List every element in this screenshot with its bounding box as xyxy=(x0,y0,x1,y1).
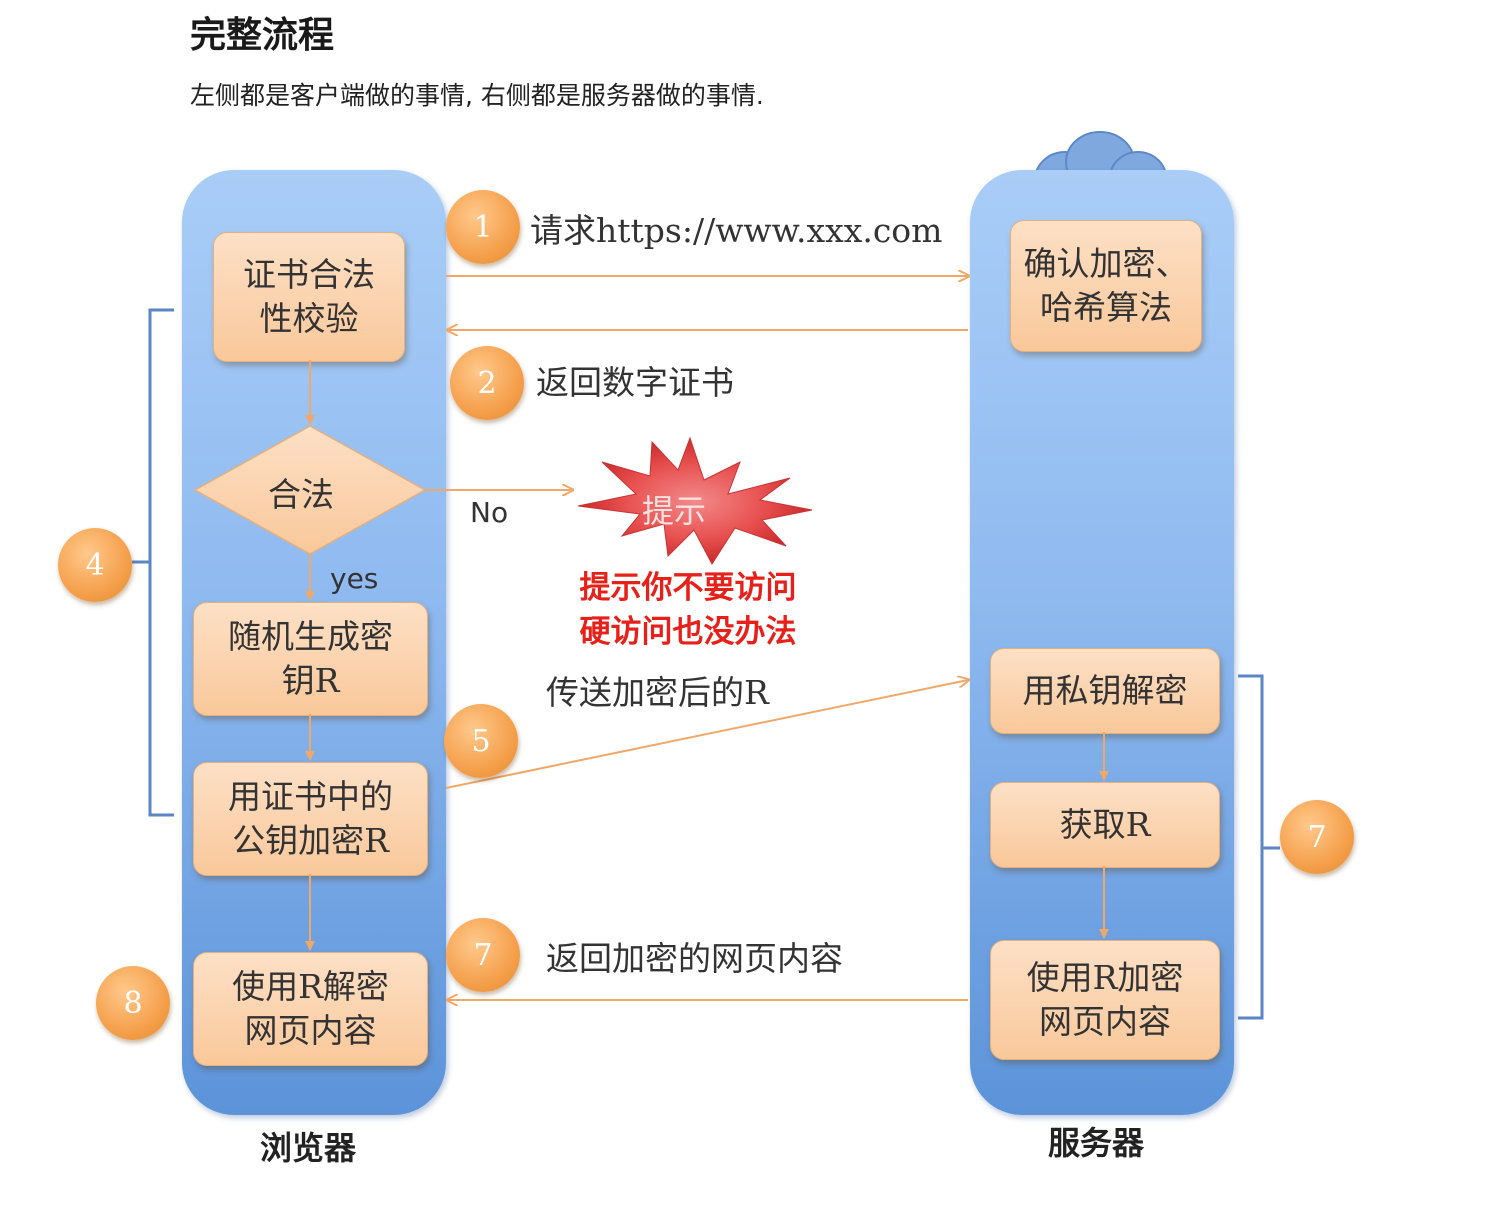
private-decrypt-label: 用私钥解密 xyxy=(1022,671,1188,710)
encrypt-key-label: 用证书中的 公钥加密R xyxy=(228,777,393,860)
alert-warning-text: 提示你不要访问 硬访问也没办法 xyxy=(579,570,797,650)
decrypt-page-box: 使用R解密 网页内容 xyxy=(193,952,428,1066)
cert-check-box: 证书合法 性校验 xyxy=(213,232,405,362)
decision-label: 合法 xyxy=(268,475,334,514)
send-r-label: 传送加密后的R xyxy=(546,673,769,712)
step-4-badge: 4 xyxy=(58,528,132,602)
step-2-badge: 2 xyxy=(450,346,524,420)
browser-lane-label: 浏览器 xyxy=(260,1129,357,1167)
encrypt-page-box: 使用R加密 网页内容 xyxy=(990,940,1220,1060)
private-decrypt-box: 用私钥解密 xyxy=(990,648,1220,734)
alert-burst xyxy=(577,436,813,565)
left-bracket xyxy=(132,308,174,817)
step-7-badge-right: 7 xyxy=(1280,800,1354,874)
cert-check-label: 证书合法 性校验 xyxy=(243,255,375,338)
decrypt-page-label: 使用R解密 网页内容 xyxy=(232,967,389,1050)
server-lane-label: 服务器 xyxy=(1048,1124,1145,1162)
yes-label: yes xyxy=(330,562,379,595)
page-subtitle: 左侧都是客户端做的事情, 右侧都是服务器做的事情. xyxy=(190,81,764,110)
send-r-arrow xyxy=(445,680,968,789)
confirm-algo-label: 确认加密、 哈希算法 xyxy=(1023,244,1189,327)
gen-key-box: 随机生成密 钥R xyxy=(193,602,428,716)
request-label: 请求https://www.xxx.com xyxy=(530,211,943,250)
step-1-badge: 1 xyxy=(446,190,520,264)
no-label: No xyxy=(470,496,509,529)
step-7-badge-left: 7 xyxy=(446,918,520,992)
confirm-algo-box: 确认加密、 哈希算法 xyxy=(1010,220,1202,352)
page-title: 完整流程 xyxy=(190,15,335,56)
return-cert-label: 返回数字证书 xyxy=(536,363,734,402)
encrypt-page-label: 使用R加密 网页内容 xyxy=(1026,958,1184,1041)
step-5-badge: 5 xyxy=(444,704,518,778)
alert-burst-text: 提示 xyxy=(642,492,707,530)
gen-key-label: 随机生成密 钥R xyxy=(228,617,393,700)
return-page-label: 返回加密的网页内容 xyxy=(546,939,843,978)
get-r-box: 获取R xyxy=(990,782,1220,868)
step-8-badge: 8 xyxy=(96,966,170,1040)
right-bracket xyxy=(1238,674,1280,1020)
get-r-label: 获取R xyxy=(1059,805,1151,844)
